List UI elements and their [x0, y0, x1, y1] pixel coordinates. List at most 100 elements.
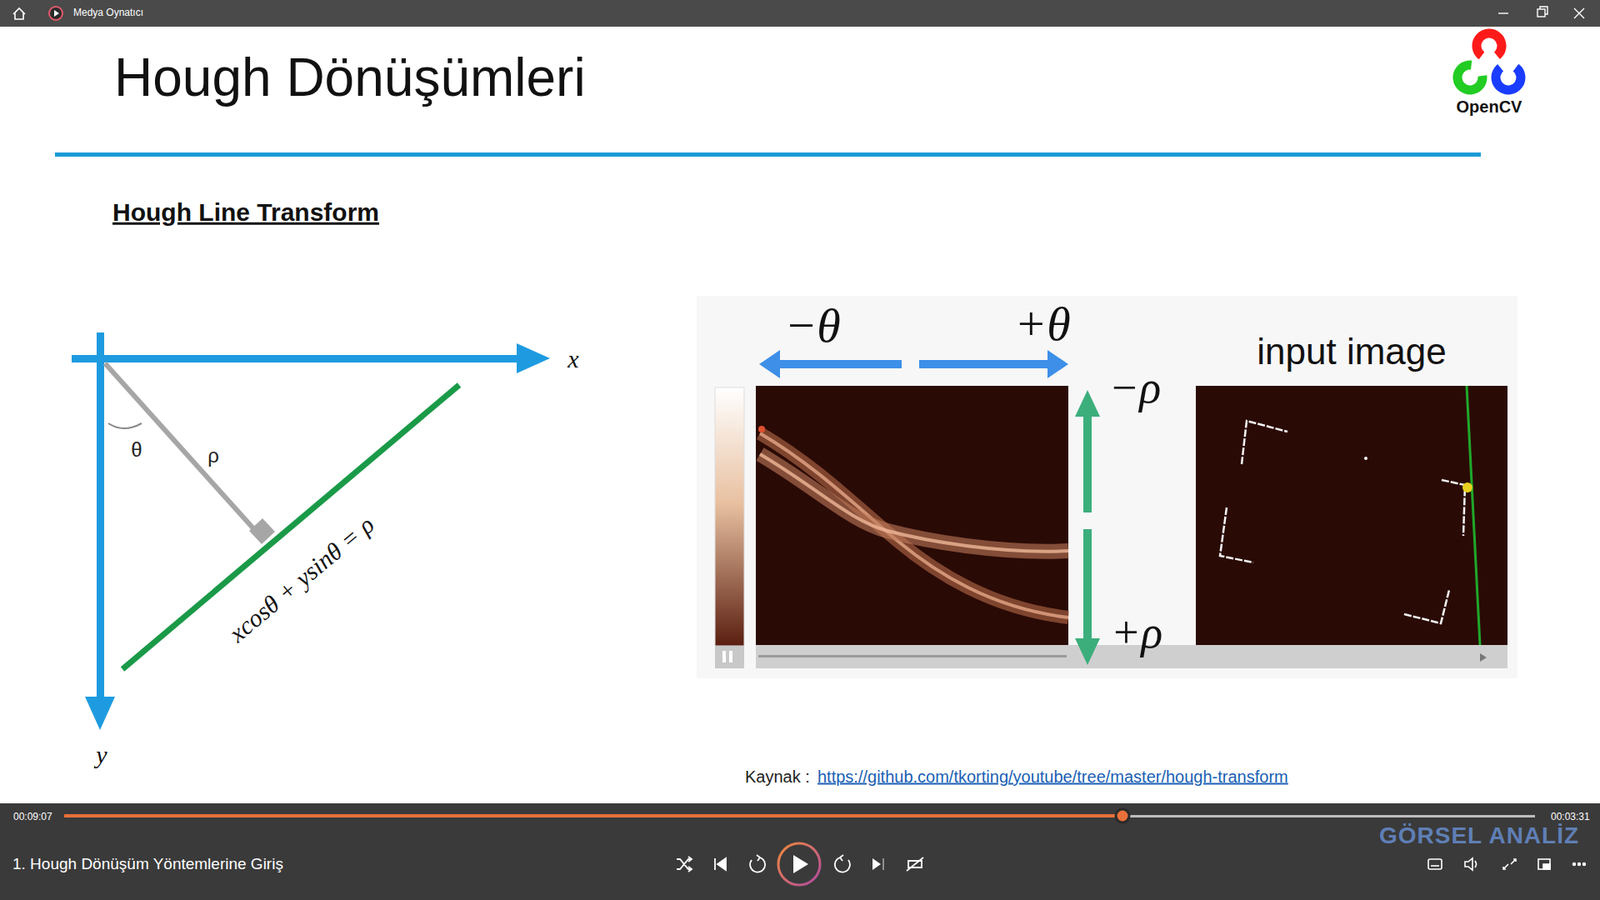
hough-space-part [758, 425, 765, 433]
x-axis-part [516, 343, 550, 374]
edge-dot [1364, 456, 1368, 460]
app-icon [49, 6, 63, 20]
line-equation: xcosθ + ysinθ = ρ [223, 510, 380, 648]
opencv-logo-part [1455, 63, 1485, 92]
axis-label: −ρ [1109, 361, 1161, 414]
hough-space-part [760, 433, 1069, 618]
player-side-icons-part [1583, 863, 1586, 866]
angle-arc-part [108, 423, 142, 429]
color-bar-part [715, 387, 745, 646]
rho-arrow-part [1083, 412, 1092, 513]
edge-stroke [1404, 590, 1450, 624]
edge-stroke [1441, 480, 1465, 536]
hough-space-part [760, 454, 1069, 552]
opencv-logo-part [1471, 28, 1507, 64]
theta-arrows-part [776, 360, 902, 369]
player-buttons-part [906, 857, 924, 871]
window-title: Medya Oynatıcı [73, 7, 144, 20]
opencv-logo [1455, 28, 1526, 95]
player-buttons-part [714, 858, 716, 870]
window-controls-part [1498, 12, 1509, 14]
theta-arrows [759, 350, 1069, 379]
player-side-icons-part [1428, 859, 1442, 870]
section-heading: Hough Line Transform [112, 198, 380, 228]
normal-line-part [105, 363, 260, 536]
theta-arrows-part [919, 360, 1049, 369]
title-rule [55, 152, 1481, 157]
figure-ground [696, 295, 1518, 679]
figure-ground-part [696, 295, 1518, 679]
selected-point [1462, 482, 1473, 493]
title-rule-part [55, 152, 1481, 157]
progress-bar-part [64, 815, 1535, 818]
detected-line [1466, 385, 1480, 645]
normal-line [105, 363, 275, 545]
axis-label: +ρ [1110, 606, 1163, 659]
home-icon [13, 8, 25, 20]
axis-label: x [567, 345, 579, 375]
color-bar-part [715, 645, 745, 669]
time-total: 00:03:31 [1550, 811, 1590, 824]
player-buttons-part [750, 855, 765, 873]
theta-arrows-part [759, 350, 780, 379]
axis-label: −θ [784, 298, 841, 355]
y-axis-part [85, 696, 115, 730]
app-icon-part [49, 6, 63, 20]
image-panel: input image [1195, 385, 1508, 645]
panel-heading: input image [1256, 330, 1446, 374]
player-buttons [676, 843, 924, 885]
window-controls-part [1574, 8, 1585, 19]
hough-space-part [760, 433, 1069, 618]
player-buttons-part [717, 858, 726, 870]
player-side-icons-part [1430, 865, 1440, 867]
angle-label: θ [130, 438, 142, 462]
control-bar-part [0, 803, 1600, 900]
angle-arc [108, 423, 142, 429]
theta-arrows-part [1047, 350, 1069, 379]
source-label: Kaynak : [745, 767, 810, 787]
player-side-icons-part [1543, 864, 1550, 870]
rho-arrow [1075, 390, 1100, 665]
color-bar-part [729, 650, 733, 663]
video-title: 1. Hough Dönüşüm Yöntemlerine Giriş [12, 855, 284, 874]
video-seek-strip-part [758, 655, 1067, 658]
hough-space-part [755, 385, 1069, 645]
player-buttons-part [793, 855, 809, 874]
logo-text: OpenCV [1456, 97, 1523, 117]
control-bar [0, 803, 1600, 900]
axis-label: y [95, 740, 107, 770]
video-seek-strip-part [1480, 653, 1487, 662]
watermark: GÖRSEL ANALİZ [1379, 822, 1580, 850]
axis-label: +θ [1014, 296, 1071, 353]
title-bar [0, 0, 1600, 27]
edge-image [1195, 385, 1508, 645]
x-axis-part [71, 355, 522, 363]
edge-stroke [1220, 507, 1254, 563]
slide-title: Hough Dönüşümleri [114, 47, 586, 110]
player-side-icons-part [1503, 859, 1516, 870]
opencv-logo-part [1490, 60, 1526, 95]
source-link: https://github.com/tkorting/youtube/tree… [817, 767, 1289, 787]
hough-line [122, 385, 460, 670]
color-bar-part [722, 650, 726, 663]
player-side-icons-part [1578, 863, 1581, 866]
rho-arrow-part [1075, 638, 1100, 665]
player-side-icons [1428, 858, 1585, 870]
progress-bar-part [1115, 809, 1130, 823]
window-controls-part [1537, 9, 1545, 17]
hough-line-part [122, 385, 460, 670]
title-bar-part [0, 0, 1600, 27]
app-icon-part [54, 10, 60, 17]
rho-arrow-part [1083, 529, 1092, 642]
progress-bar [64, 809, 1535, 823]
window-controls-part [1540, 6, 1548, 15]
hough-space [755, 385, 1069, 645]
y-axis-part [96, 332, 105, 701]
rho-arrow-part [1075, 390, 1100, 417]
player-side-icons-part [1465, 858, 1477, 870]
y-axis [85, 332, 115, 730]
player-buttons-part [835, 855, 850, 873]
time-elapsed: 00:09:07 [13, 811, 53, 824]
color-bar [715, 387, 745, 669]
